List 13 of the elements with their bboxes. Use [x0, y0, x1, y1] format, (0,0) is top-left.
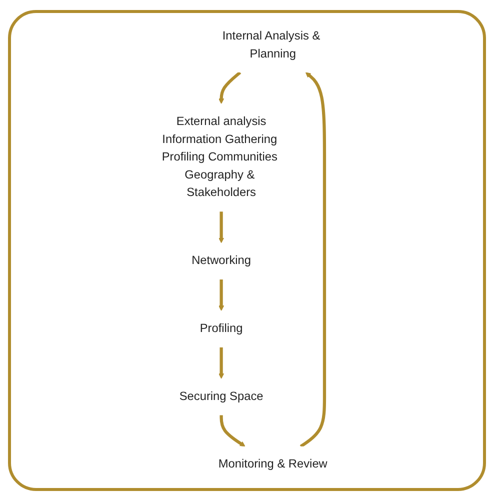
arrow	[300, 72, 326, 448]
arrow	[218, 279, 224, 311]
node-text: Securing Space	[179, 390, 264, 403]
arrow	[220, 415, 246, 447]
arrow	[218, 71, 242, 104]
arrow	[218, 347, 224, 379]
frame-border: Internal Analysis & Planning External analysis Information Gathering Profiling Communities Geography & Stakeholders Networking Profiling Securing Space Monitoring & Review	[8, 10, 486, 491]
node-text: Networking	[191, 254, 251, 268]
arrow	[218, 212, 224, 244]
node-text: Monitoring & Review	[218, 458, 328, 471]
node-text: Internal Analysis & Planning	[222, 29, 320, 60]
node-text: External analysis Information Gathering Profiling Communities Geography & Stakeholders	[162, 114, 278, 200]
node-text: Profiling	[200, 322, 243, 336]
